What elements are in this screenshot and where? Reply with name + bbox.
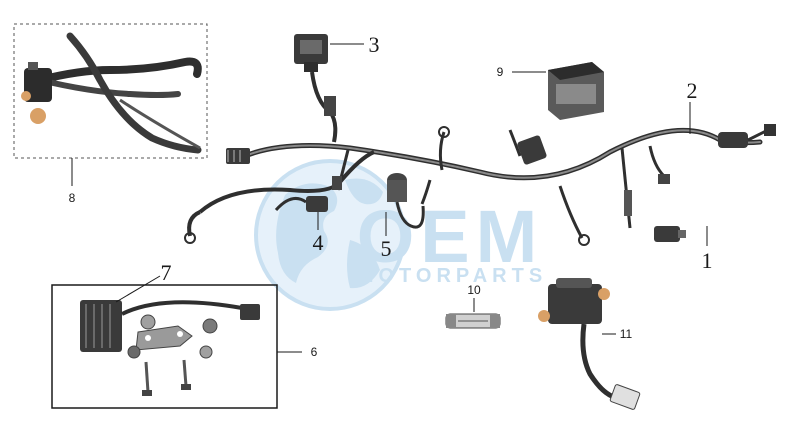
part-5-horn: 5 — [381, 173, 425, 261]
part-3-ignition-switch: 3 — [294, 32, 380, 143]
starter-relay-harness — [21, 32, 202, 154]
part-10-fuse: 10 — [445, 283, 501, 329]
part-11-starter-relay: 11 — [538, 278, 641, 410]
callout-5: 5 — [381, 236, 392, 261]
main-harness: 2 — [184, 78, 776, 246]
part-8-group: 8 — [13, 23, 208, 205]
part-9-battery: 9 — [497, 62, 604, 120]
part-6-group: 6 7 — [51, 260, 318, 409]
mounting-bracket — [127, 314, 218, 396]
watermark-logo: OEM — [357, 195, 544, 278]
callout-10: 10 — [467, 283, 481, 297]
callout-3: 3 — [369, 32, 380, 57]
part-8-dashed-box — [13, 23, 208, 159]
part-4-switch: 4 — [274, 196, 328, 255]
part-7-regulator: 7 — [80, 260, 260, 352]
callout-11: 11 — [620, 327, 633, 341]
callout-4: 4 — [313, 230, 324, 255]
part-1-sensor: 1 — [654, 226, 713, 273]
watermark-tagline: MOTORPARTS — [357, 265, 547, 287]
callout-6: 6 — [311, 345, 318, 359]
left-connector — [226, 148, 250, 164]
callout-8: 8 — [69, 191, 76, 205]
callout-9: 9 — [497, 65, 504, 79]
callout-1: 1 — [702, 248, 713, 273]
callout-2: 2 — [687, 78, 698, 103]
part-6-box — [51, 284, 278, 409]
callout-7: 7 — [161, 260, 172, 285]
